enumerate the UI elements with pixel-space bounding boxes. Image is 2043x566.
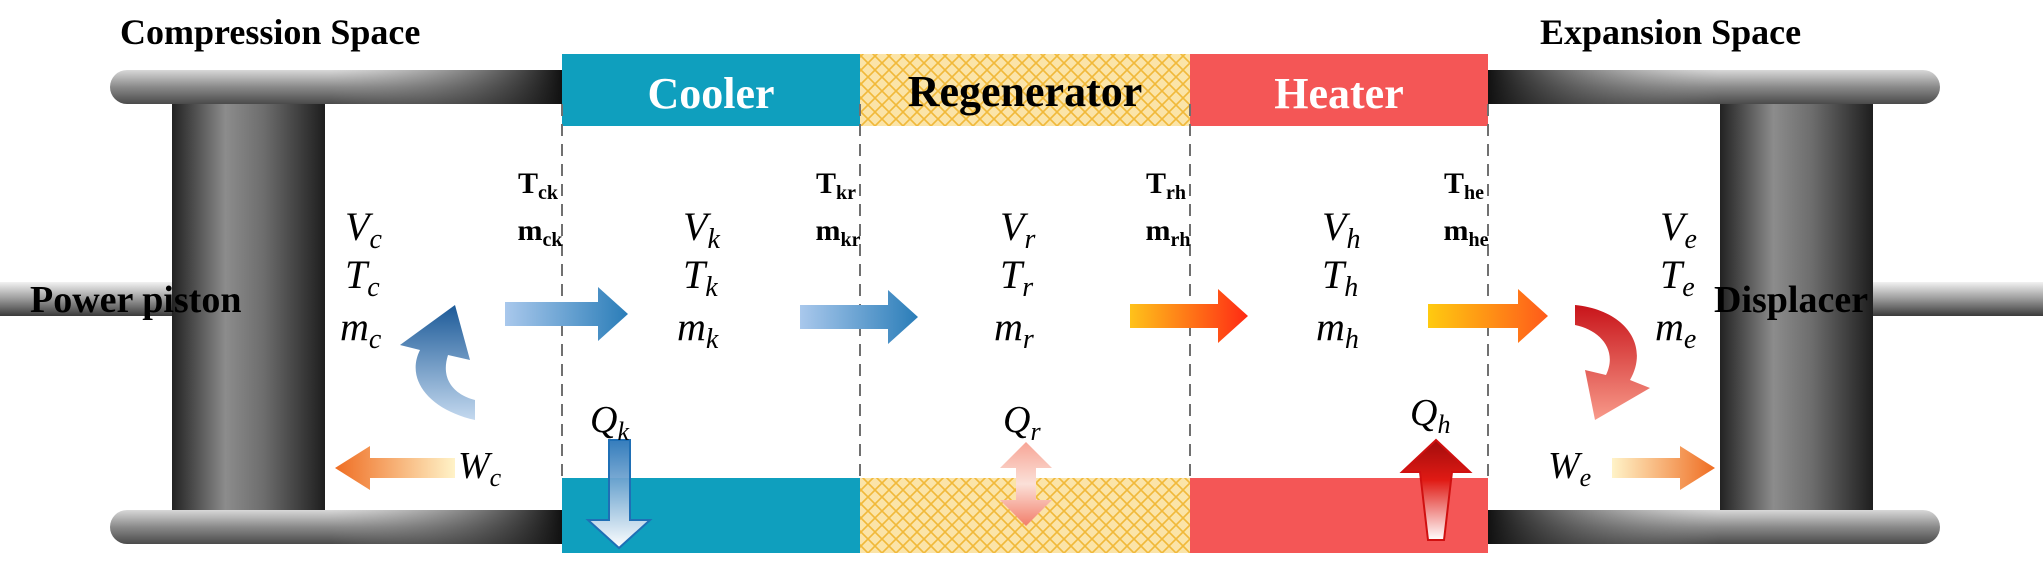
- regenerator-label: Regenerator: [908, 67, 1143, 116]
- interface-kr: Tkr mkr: [816, 167, 861, 251]
- Qh-label: Qh: [1410, 392, 1450, 439]
- Qr-label: Qr: [1003, 399, 1041, 446]
- svg-text:The: The: [1444, 167, 1484, 204]
- svg-text:Tck: Tck: [518, 167, 559, 204]
- expansion-space-label: Expansion Space: [1540, 12, 1801, 52]
- svg-text:Tc: Tc: [345, 252, 380, 303]
- svg-text:Vh: Vh: [1322, 204, 1360, 255]
- top-rail-dark-left: [330, 70, 562, 104]
- svg-text:mr: mr: [994, 304, 1034, 355]
- displacer-rod: [1860, 282, 2043, 316]
- work-arrow-compression: [335, 446, 455, 490]
- svg-text:mrh: mrh: [1146, 214, 1191, 251]
- Qk-label: Qk: [590, 399, 629, 446]
- svg-text:mk: mk: [677, 304, 719, 355]
- power-piston: [172, 104, 325, 510]
- svg-text:Tk: Tk: [683, 252, 718, 303]
- Wc-label: Wc: [458, 445, 502, 492]
- flow-arrow-rh: [1130, 289, 1248, 343]
- bottom-rail-dark-right: [1488, 510, 1720, 544]
- compression-space-label: Compression Space: [120, 12, 420, 52]
- power-piston-rod: [0, 282, 190, 316]
- cooler-block-top: [562, 54, 860, 126]
- curved-arrow-compression: [400, 305, 475, 420]
- svg-text:Vr: Vr: [1000, 204, 1035, 255]
- flow-arrow-ck: [505, 287, 628, 341]
- interface-rh: Trh mrh: [1146, 167, 1191, 251]
- svg-text:me: me: [1655, 304, 1696, 355]
- svg-text:Trh: Trh: [1146, 167, 1186, 204]
- svg-text:mh: mh: [1316, 304, 1359, 355]
- regenerator-block-top: [860, 54, 1190, 126]
- svg-text:Tkr: Tkr: [816, 167, 856, 204]
- svg-text:Tr: Tr: [1000, 252, 1033, 303]
- svg-text:Te: Te: [1660, 252, 1695, 303]
- cooler-block-bottom: [562, 478, 860, 553]
- top-rail-dark-right: [1488, 70, 1720, 104]
- svg-text:Ve: Ve: [1660, 204, 1697, 255]
- svg-text:mck: mck: [518, 214, 564, 251]
- space-vars-k: Vk Tk mk: [677, 204, 720, 355]
- work-arrow-expansion: [1612, 446, 1715, 490]
- space-vars-e: Ve Te me: [1655, 204, 1697, 355]
- heater-block-top: [1190, 54, 1488, 126]
- interface-ck: Tck mck: [518, 167, 564, 251]
- svg-text:mkr: mkr: [816, 214, 861, 251]
- displacer: [1720, 104, 1873, 510]
- heat-arrow-Qk: [585, 439, 653, 550]
- svg-text:Th: Th: [1322, 252, 1358, 303]
- interface-he: The mhe: [1444, 167, 1489, 251]
- curved-arrow-expansion: [1575, 305, 1650, 420]
- space-vars-c: Vc Tc mc: [340, 204, 382, 355]
- flow-arrow-kr: [800, 290, 918, 344]
- heat-arrow-Qh: [1399, 438, 1473, 541]
- power-piston-label: Power piston: [30, 279, 241, 321]
- displacer-label: Displacer: [1714, 279, 1868, 321]
- svg-text:Vc: Vc: [345, 204, 382, 255]
- svg-text:mc: mc: [340, 304, 382, 355]
- heat-arrow-Qr: [1000, 442, 1052, 526]
- svg-text:Vk: Vk: [683, 204, 720, 255]
- flow-arrow-he: [1428, 289, 1548, 343]
- bottom-rail-dark-left: [330, 510, 562, 544]
- space-vars-r: Vr Tr mr: [994, 204, 1035, 355]
- space-vars-h: Vh Th mh: [1316, 204, 1360, 355]
- svg-text:mhe: mhe: [1444, 214, 1489, 251]
- We-label: We: [1548, 445, 1591, 492]
- heater-label: Heater: [1274, 69, 1403, 118]
- cooler-label: Cooler: [647, 69, 774, 118]
